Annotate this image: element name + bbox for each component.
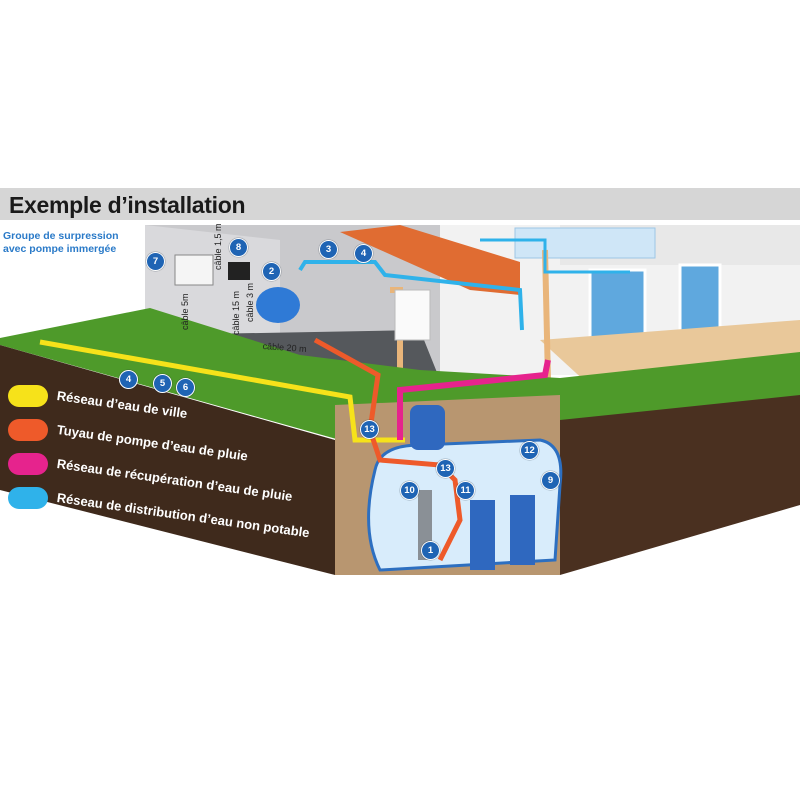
badge-10: 10 — [400, 481, 419, 500]
badge-4-garage: 4 — [354, 244, 373, 263]
soil-front — [0, 345, 335, 575]
distribution-pipe — [298, 260, 524, 331]
badge-13-outside: 13 — [360, 420, 379, 439]
subtitle-line-2: avec pompe immergée — [3, 243, 117, 255]
badge-5: 5 — [153, 374, 172, 393]
railing — [514, 227, 656, 259]
subtitle: Groupe de surpression avec pompe immergé… — [3, 230, 119, 256]
window-1 — [588, 268, 647, 342]
page-title: Exemple d’installation — [9, 192, 246, 218]
subtitle-line-1: Groupe de surpression — [3, 230, 119, 242]
legend-swatch-magenta — [8, 453, 48, 475]
cable-label-15m: câble 15 m — [231, 290, 241, 335]
badge-12: 12 — [520, 441, 539, 460]
city-water-pipe — [39, 339, 405, 443]
window-2 — [678, 263, 722, 337]
pump-pipe — [313, 337, 463, 562]
badge-4-meter: 4 — [119, 370, 138, 389]
roof-tiles — [340, 225, 520, 295]
pressure-tank — [256, 287, 300, 323]
badge-8: 8 — [229, 238, 248, 257]
cable-label-3m: câble 3 m — [245, 282, 255, 322]
badge-1: 1 — [421, 541, 440, 560]
legend-swatch-blue — [8, 487, 48, 509]
title-bar — [0, 188, 800, 220]
badge-11: 11 — [456, 481, 475, 500]
legend-swatch-red — [8, 419, 48, 441]
tank-leg-1 — [470, 500, 495, 570]
cable-label-5m: câble 5m — [180, 293, 190, 330]
rainwater-collection-pipe — [397, 359, 551, 440]
badge-13-tank: 13 — [436, 459, 455, 478]
badge-3: 3 — [319, 240, 338, 259]
soil-right — [560, 395, 800, 575]
cable-label-1-5m: câble 1,5 m — [213, 223, 223, 270]
tank-leg-2 — [510, 495, 535, 565]
badge-2: 2 — [262, 262, 281, 281]
washing-machine — [394, 289, 431, 341]
badge-9: 9 — [541, 471, 560, 490]
legend-swatch-yellow — [8, 385, 48, 407]
tank-dome — [410, 405, 445, 450]
pressure-switch — [228, 262, 250, 280]
badge-7: 7 — [146, 252, 165, 271]
house-distribution-pipe — [480, 238, 630, 274]
badge-6: 6 — [176, 378, 195, 397]
grass — [0, 308, 800, 440]
control-box — [174, 254, 214, 286]
